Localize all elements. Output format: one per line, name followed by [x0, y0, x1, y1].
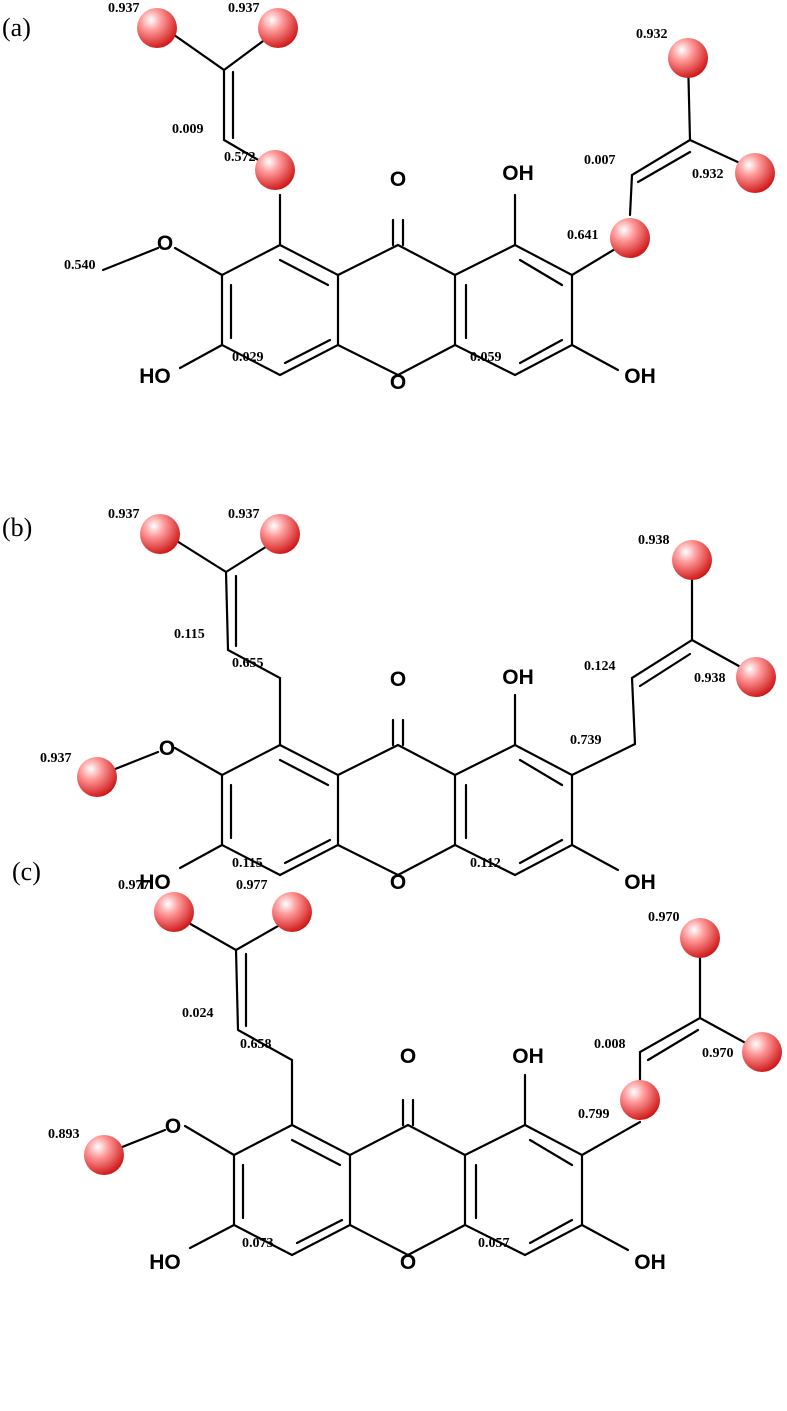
ring-oxygen: O	[390, 371, 406, 394]
ball-right-mid	[736, 657, 776, 697]
molecule-b: (b) O O O OH HO OH 0.937 0.937 0.115 0.6…	[2, 507, 776, 894]
panel-label: (c)	[12, 857, 41, 886]
ball-top-left	[154, 892, 194, 932]
val-top-right: 0.937	[228, 507, 260, 522]
val-right-attach: 0.799	[578, 1107, 610, 1122]
val-right-attach: 0.641	[567, 228, 599, 243]
ball-right-top	[668, 38, 708, 78]
ho-left: HO	[139, 871, 171, 894]
oh-right: OH	[624, 871, 656, 894]
oh-right: OH	[634, 1251, 666, 1274]
carbonyl-oxygen: O	[390, 668, 406, 691]
val-right-mid: 0.938	[694, 671, 726, 686]
ball-top-left	[140, 514, 180, 554]
val-right-double-bond: 0.007	[584, 153, 616, 168]
val-ring-left: 0.073	[242, 1236, 274, 1251]
panel-a: (a) O O O OH HO OH 0.937 0.937 0.009 0.5…	[0, 0, 787, 470]
val-ring-left: 0.029	[232, 350, 264, 365]
ball-top-right	[260, 514, 300, 554]
val-left-double-bond: 0.115	[174, 627, 205, 642]
val-right-top: 0.970	[648, 910, 680, 925]
ball-right-mid	[735, 153, 775, 193]
val-methoxy: 0.893	[48, 1127, 80, 1142]
val-right-mid: 0.932	[692, 167, 724, 182]
val-methoxy: 0.540	[64, 258, 96, 273]
val-ring-right: 0.057	[478, 1236, 510, 1251]
ball-methoxy	[84, 1135, 124, 1175]
val-right-top: 0.938	[638, 533, 670, 548]
ball-right-attach	[610, 218, 650, 258]
oh-right: OH	[624, 365, 656, 388]
ho-left: HO	[149, 1251, 181, 1274]
val-left-attach: 0.572	[224, 150, 256, 165]
ball-right-top	[672, 540, 712, 580]
val-right-top: 0.932	[636, 27, 668, 42]
oh-top: OH	[502, 162, 534, 185]
val-ring-left: 0.115	[232, 856, 263, 871]
val-left-attach: 0.655	[232, 656, 264, 671]
molecule-a: (a) O O O OH HO OH 0.937 0.937 0.009 0.5…	[2, 1, 775, 394]
carbonyl-oxygen: O	[390, 168, 406, 191]
ball-left-attach	[255, 150, 295, 190]
oh-top: OH	[512, 1045, 544, 1068]
val-left-attach: 0.658	[240, 1037, 272, 1052]
ring-oxygen: O	[400, 1251, 416, 1274]
ball-methoxy	[77, 757, 117, 797]
ball-right-top	[680, 918, 720, 958]
carbonyl-oxygen: O	[400, 1045, 416, 1068]
val-left-double-bond: 0.024	[182, 1006, 214, 1021]
ball-right-mid	[742, 1032, 782, 1072]
ball-top-left	[137, 8, 177, 48]
ball-top-right	[258, 8, 298, 48]
methoxy-oxygen: O	[157, 232, 173, 255]
val-top-left: 0.937	[108, 507, 140, 522]
val-top-right: 0.937	[228, 1, 260, 16]
panel-label: (a)	[2, 13, 31, 42]
ball-top-right	[272, 892, 312, 932]
molecule-c: (c) O O O OH HO OH 0.977 0.977 0.024 0.6…	[12, 857, 782, 1274]
val-right-attach: 0.739	[570, 733, 602, 748]
val-ring-right: 0.059	[470, 350, 502, 365]
val-top-left: 0.937	[108, 1, 140, 16]
val-right-mid: 0.970	[702, 1046, 734, 1061]
ho-left: HO	[139, 365, 171, 388]
ball-right-attach	[620, 1080, 660, 1120]
oh-top: OH	[502, 666, 534, 689]
val-left-double-bond: 0.009	[172, 122, 204, 137]
panel-label: (b)	[2, 513, 32, 542]
val-top-left: 0.977	[118, 878, 150, 893]
methoxy-oxygen: O	[165, 1115, 181, 1138]
val-top-right: 0.977	[236, 878, 268, 893]
val-ring-right: 0.112	[470, 856, 501, 871]
val-methoxy: 0.937	[40, 751, 72, 766]
panel-b: (b) O O O OH HO OH 0.937 0.937 0.115 0.6…	[0, 500, 787, 970]
ring-oxygen: O	[390, 871, 406, 894]
panel-c: (c) O O O OH HO OH 0.977 0.977 0.024 0.6…	[0, 830, 787, 1300]
val-right-double-bond: 0.008	[594, 1037, 626, 1052]
val-right-double-bond: 0.124	[584, 659, 616, 674]
methoxy-oxygen: O	[159, 737, 175, 760]
